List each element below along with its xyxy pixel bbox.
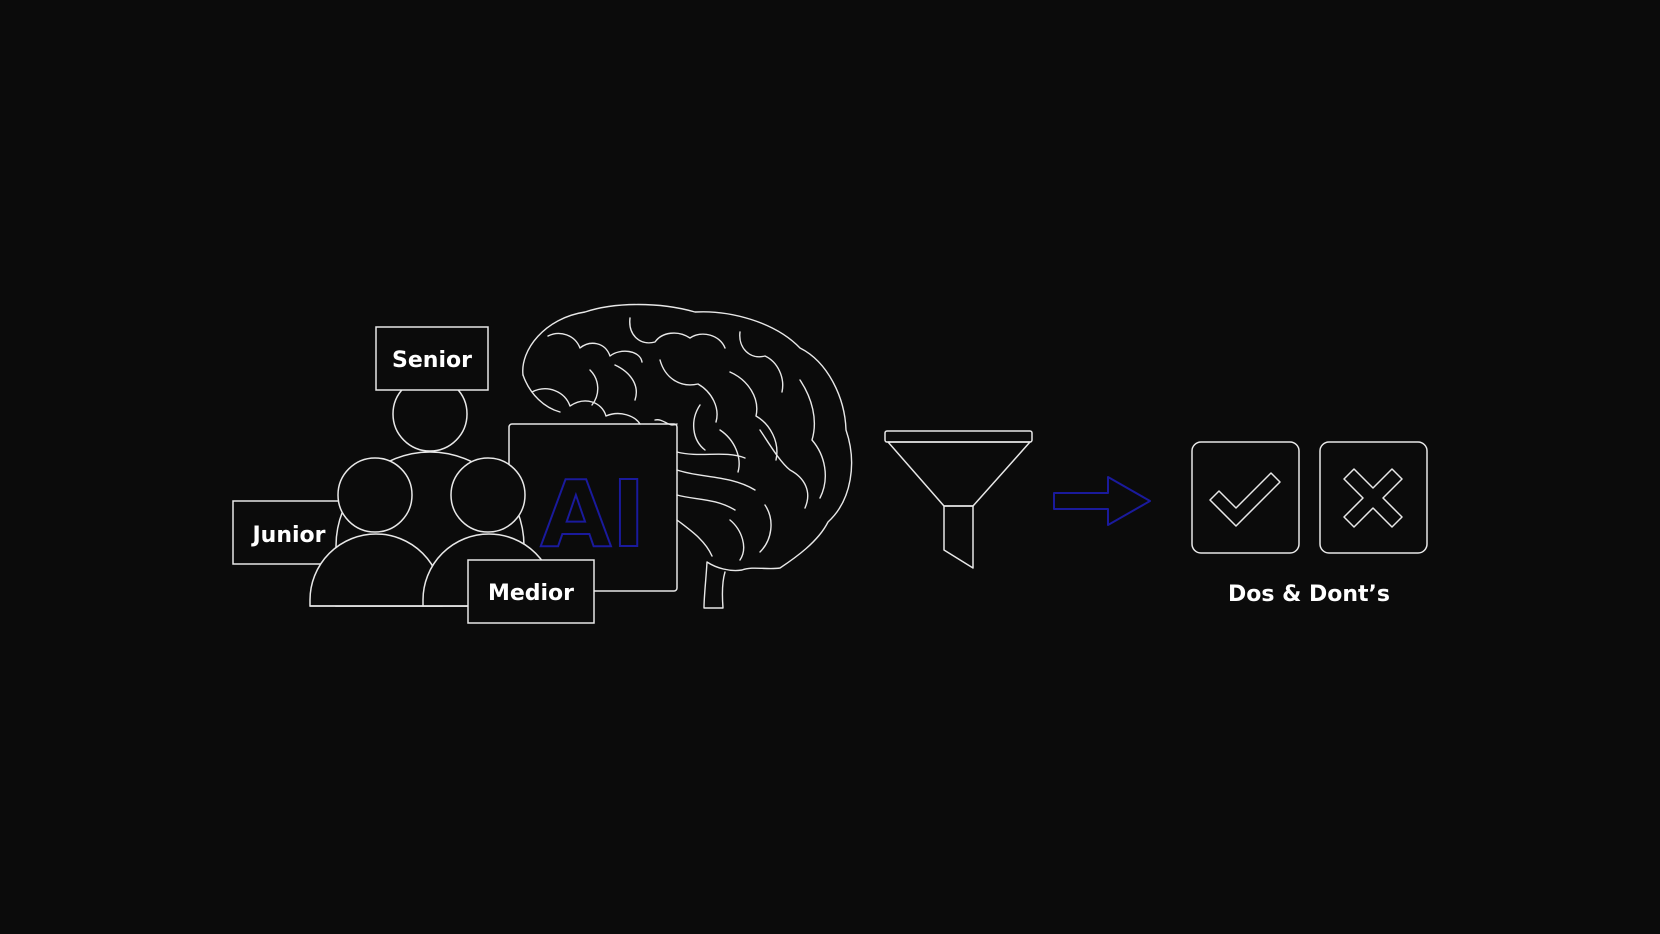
- ai-chip-icon: AI: [508, 423, 678, 592]
- arrow-right-icon: [1053, 476, 1151, 526]
- medior-tag: Medior: [467, 559, 595, 624]
- senior-label: Senior: [392, 348, 472, 373]
- cross-icon: [1319, 441, 1428, 554]
- ai-label: AI: [540, 461, 645, 568]
- brain-icon: [522, 303, 853, 609]
- senior-tag: Senior: [375, 326, 489, 391]
- junior-tag: Junior: [232, 500, 346, 565]
- dos-and-donts-label: Dos & Dont’s: [1228, 582, 1390, 607]
- check-icon: [1191, 441, 1300, 554]
- medior-label: Medior: [488, 581, 574, 606]
- junior-label: Junior: [250, 523, 325, 548]
- funnel-icon: [884, 430, 1033, 569]
